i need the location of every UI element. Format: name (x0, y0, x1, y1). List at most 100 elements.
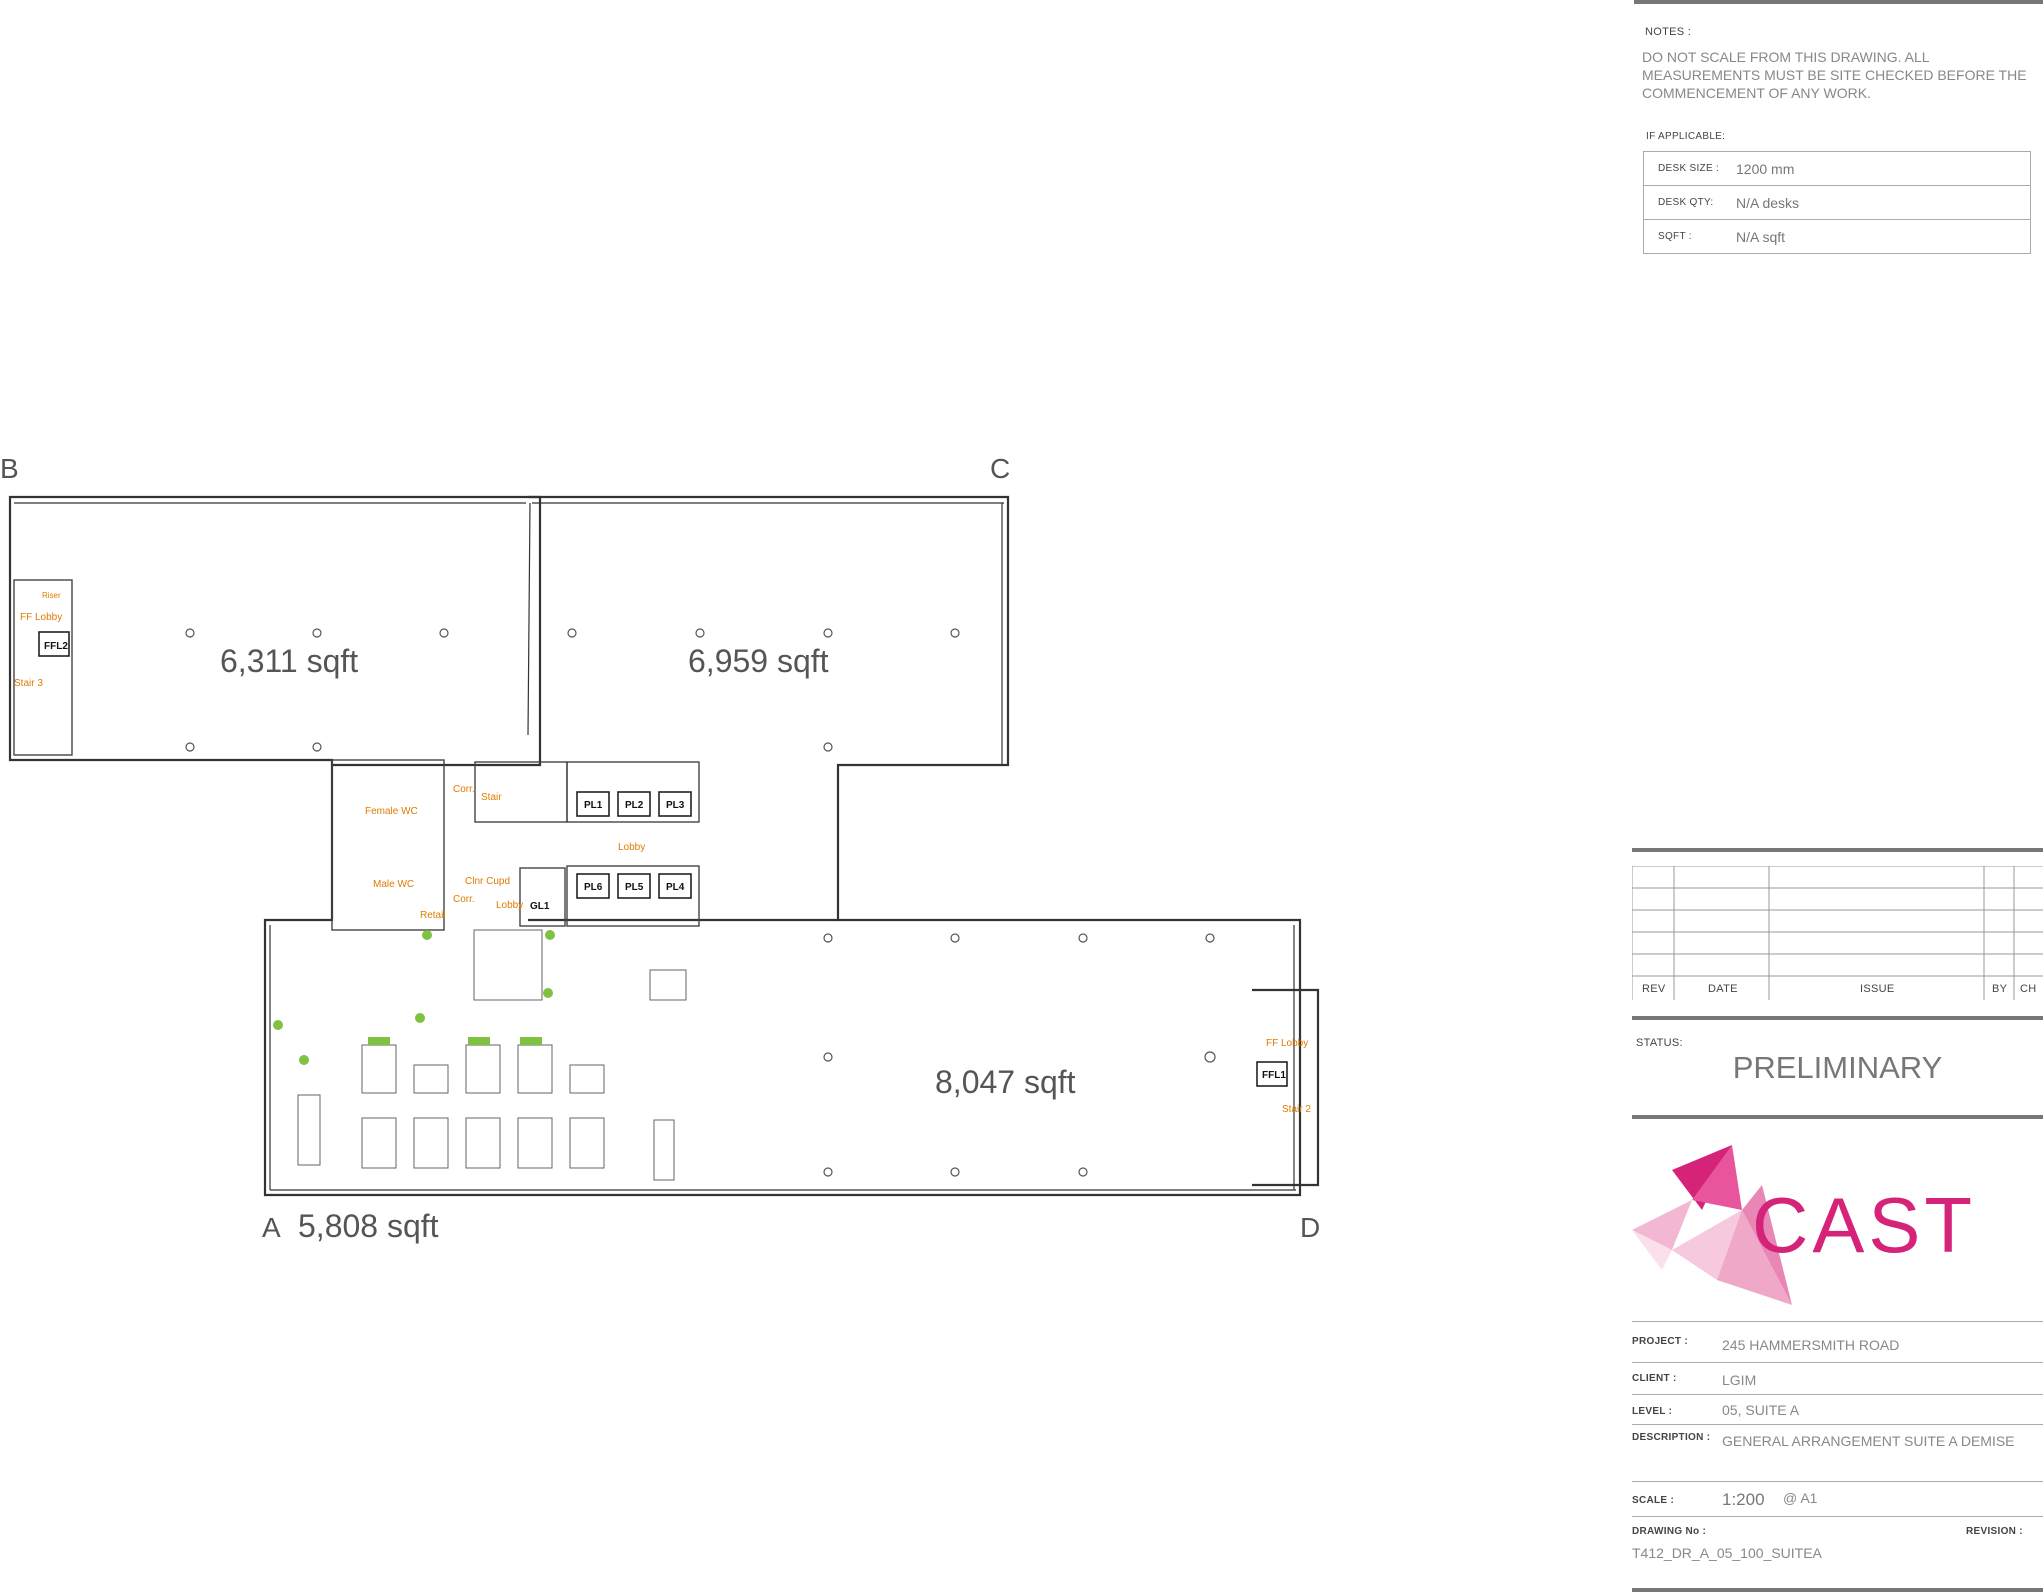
column (1205, 933, 1215, 943)
lift-car (617, 791, 651, 817)
desk-cluster (569, 1064, 605, 1094)
notes-text: DO NOT SCALE FROM THIS DRAWING. ALL MEAS… (1642, 49, 2027, 101)
level-rule (1632, 1424, 2043, 1425)
scale-value: 1:200 (1722, 1490, 1765, 1509)
area-label-a: 5,808 sqft (298, 1208, 439, 1244)
room-label-clnr-cupd: Clnr Cupd (465, 876, 510, 887)
drawing-no-label: DRAWING No : (1632, 1526, 1707, 1537)
area-label-b: 6,311 sqft (220, 643, 358, 679)
column (823, 1167, 833, 1177)
title-block-top-rule (1634, 0, 2043, 4)
stair3-box (13, 579, 73, 756)
core-gl1 (519, 867, 566, 927)
rev-header-date: DATE (1708, 983, 1738, 995)
room-label-riser: Riser (42, 591, 61, 600)
notes-title: NOTES : (1645, 26, 1692, 38)
room-label-corr: Corr. (453, 784, 475, 795)
lift-car (576, 791, 610, 817)
column (439, 628, 449, 638)
column (823, 628, 833, 638)
status-bottom-rule (1632, 1115, 2043, 1119)
room-label-ff-lobby-east: FF Lobby (1266, 1038, 1308, 1049)
floor-plan: B C A D 6,311 sqft 6,959 sqft 8,047 sqft… (0, 453, 1320, 1244)
desk-qty-label: DESK QTY: (1658, 197, 1714, 208)
scale-sheet: @ A1 (1783, 1490, 1818, 1506)
desk-cluster (361, 1044, 397, 1094)
desk-cluster (517, 1044, 553, 1094)
plant (273, 1020, 283, 1030)
notes-row-desk-qty: DESK QTY: N/A desks (1644, 186, 2030, 220)
rev-header-rev: REV (1642, 983, 1666, 995)
level-label: LEVEL : (1632, 1406, 1673, 1417)
column (950, 628, 960, 638)
core-lifts-south (566, 865, 700, 927)
planter (520, 1037, 542, 1045)
desk-cluster (413, 1117, 449, 1169)
plant (415, 1013, 425, 1023)
scale-label: SCALE : (1632, 1495, 1675, 1506)
column (1078, 1167, 1088, 1177)
plant (299, 1055, 309, 1065)
column (567, 628, 577, 638)
meeting-room (473, 929, 543, 1001)
lift-label-pl5: PL5 (625, 882, 644, 893)
description-label: DESCRIPTION : (1632, 1432, 1711, 1443)
revision-bottom-rule (1632, 1016, 2043, 1020)
lift-label-ffl2: FFL2 (44, 641, 68, 652)
status-label: STATUS: (1636, 1037, 1683, 1049)
area-label-c: 6,959 sqft (688, 643, 829, 679)
core-wc (331, 759, 445, 931)
room-label-female-wc: Female WC (365, 806, 418, 817)
meeting-table (649, 969, 687, 1001)
lift-label-pl4: PL4 (666, 882, 685, 893)
plant (422, 930, 432, 940)
project-top-rule (1632, 1321, 2043, 1322)
column (312, 742, 322, 752)
room-label-lobby-small: Lobby (496, 900, 523, 911)
column (823, 1052, 833, 1062)
logo-wordmark: CAST (1752, 1181, 1976, 1269)
origami-bird-icon (1632, 1145, 1792, 1305)
wall-stair2 (1252, 988, 1320, 1187)
if-applicable-label: IF APPLICABLE: (1646, 131, 1726, 142)
room-label-stair2: Stair 2 (1282, 1104, 1311, 1115)
notes-row-sqft: SQFT : N/A sqft (1644, 220, 2030, 253)
planter (368, 1037, 390, 1045)
room-label-lobby: Lobby (618, 842, 645, 853)
lift-car (576, 873, 610, 899)
desk-size-value: 1200 mm (1736, 160, 1795, 177)
desk-cluster (465, 1117, 501, 1169)
client-label: CLIENT : (1632, 1373, 1677, 1384)
column (823, 933, 833, 943)
desk-size-label: DESK SIZE : (1658, 163, 1720, 174)
description-value: GENERAL ARRANGEMENT SUITE A DEMISE (1722, 1433, 2015, 1449)
desk-qty-value: N/A desks (1736, 194, 1800, 211)
drawing-no-value: T412_DR_A_05_100_SUITEA (1632, 1545, 1822, 1561)
sqft-label: SQFT : (1658, 231, 1692, 242)
room-label-male-wc: Male WC (373, 879, 414, 890)
column (1204, 1051, 1216, 1063)
scale-rule (1632, 1516, 2043, 1517)
corner-label-d: D (1300, 1212, 1320, 1243)
lift-label-pl2: PL2 (625, 800, 644, 811)
revision-top-rule (1632, 848, 2043, 852)
status-value: PRELIMINARY (1732, 1050, 1943, 1085)
corner-label-c: C (990, 453, 1010, 484)
plant (545, 930, 555, 940)
column (312, 628, 322, 638)
wall-north-wing (528, 495, 1010, 922)
revision-table: REV DATE ISSUE BY CH (1631, 865, 2043, 1000)
lift-label-pl3: PL3 (666, 800, 685, 811)
desk-cluster (517, 1117, 553, 1169)
revision-grid (1631, 865, 2043, 1000)
corner-label-b: B (0, 453, 19, 484)
lift-car (658, 873, 692, 899)
column (185, 742, 195, 752)
level-value: 05, SUITE A (1722, 1402, 1800, 1418)
meeting-table (297, 1094, 321, 1166)
lift-label-ffl1: FFL1 (1262, 1070, 1286, 1081)
client-value: LGIM (1722, 1372, 1757, 1388)
column (185, 628, 195, 638)
column (950, 933, 960, 943)
corner-label-a: A (262, 1212, 281, 1243)
